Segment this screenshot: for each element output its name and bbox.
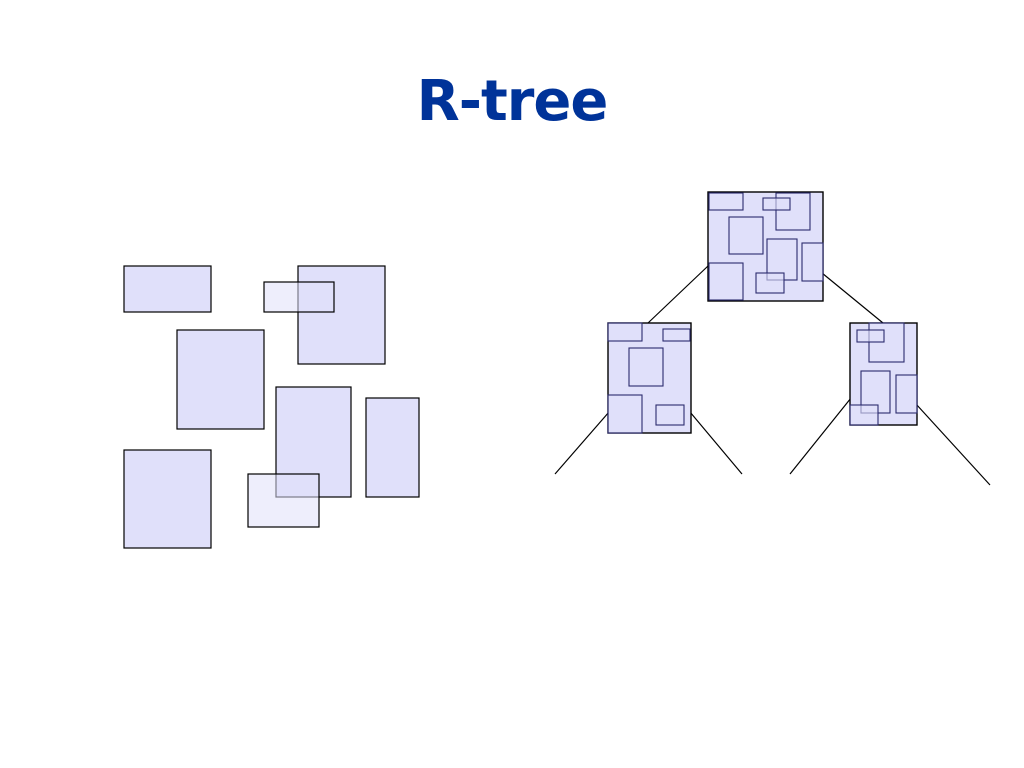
edge-root-right <box>821 272 884 324</box>
edge-left-child-leaf-b <box>689 411 743 475</box>
left-child-entry <box>607 394 643 434</box>
root-entry <box>755 272 785 294</box>
edge-root-left <box>647 265 709 324</box>
tree-edges <box>554 265 991 486</box>
root-node <box>707 191 824 302</box>
spatial-rect <box>297 265 386 365</box>
left-child-entry <box>628 347 664 387</box>
right-child-entry <box>895 374 918 414</box>
root-entry <box>728 216 764 255</box>
edge-left-child-leaf-a <box>554 411 610 475</box>
slide-title: R-tree <box>416 69 609 134</box>
root-entry <box>708 192 744 211</box>
left-child-node <box>607 322 692 434</box>
spatial-rectangles <box>123 265 420 549</box>
spatial-rect <box>176 329 265 430</box>
edge-right-child-leaf-a <box>789 397 852 475</box>
spatial-rect <box>365 397 420 498</box>
root-entry <box>708 262 744 301</box>
spatial-rect <box>123 449 212 549</box>
left-child-entry <box>655 404 685 426</box>
left-child-entry <box>662 328 691 342</box>
spatial-rect <box>247 473 320 528</box>
spatial-rect <box>263 281 335 313</box>
left-child-entry <box>607 322 643 342</box>
edge-right-child-leaf-b <box>915 403 991 486</box>
root-entry <box>762 197 791 211</box>
spatial-rect <box>123 265 212 313</box>
right-child-node <box>849 322 918 426</box>
root-entry <box>801 242 824 282</box>
right-child-entry <box>849 404 879 426</box>
right-child-entry <box>856 329 885 343</box>
